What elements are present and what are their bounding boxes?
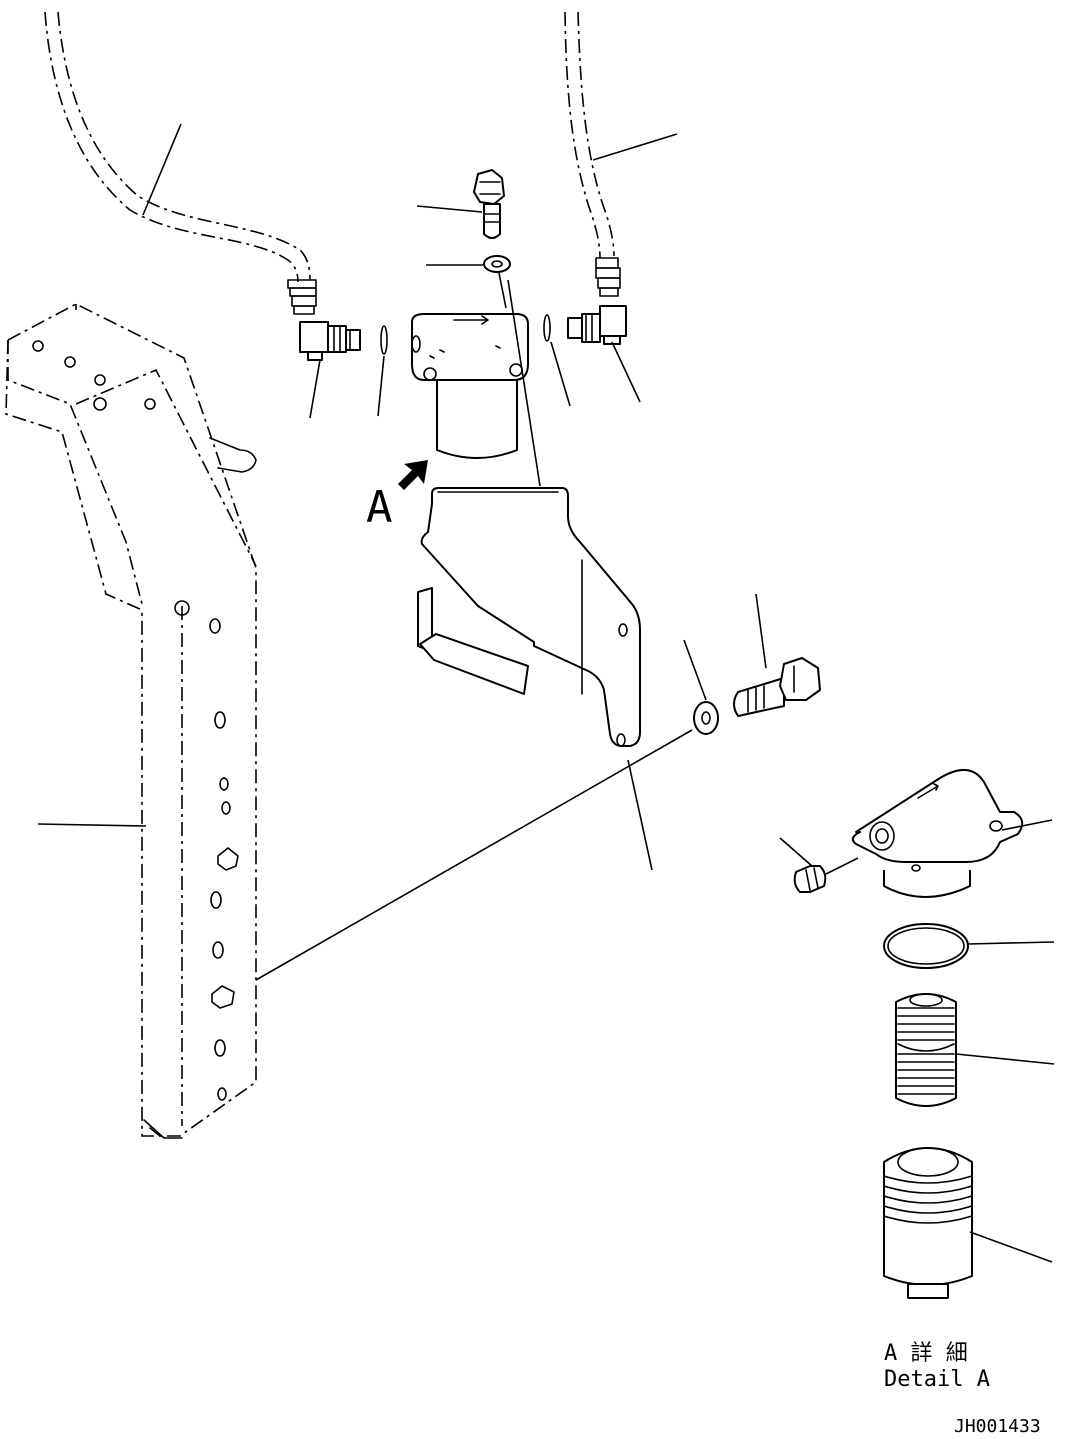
axis-frame-bolt	[255, 729, 693, 981]
left-elbow-fitting[interactable]	[299, 321, 361, 361]
drawing-number: JH001433	[954, 1416, 1041, 1437]
leader-detail-head	[1001, 819, 1053, 831]
right-hose[interactable]	[564, 11, 621, 297]
leader-detail-bowl	[969, 1231, 1053, 1263]
leader-side-washer	[683, 639, 707, 701]
leader-right-o-ring	[550, 341, 571, 407]
leader-upper-bolt	[416, 205, 483, 213]
detail-plug[interactable]	[793, 865, 827, 893]
left-hose[interactable]	[44, 11, 317, 315]
leader-left-o-ring	[377, 355, 385, 417]
frame-post[interactable]	[5, 303, 257, 1139]
leader-right-hose	[592, 133, 678, 161]
leader-bracket	[627, 759, 653, 871]
leader-frame-post	[37, 823, 147, 827]
right-elbow-fitting[interactable]	[567, 305, 627, 345]
view-arrow-icon	[398, 460, 428, 490]
detail-o-ring[interactable]	[883, 923, 969, 969]
filter-head[interactable]	[411, 313, 529, 459]
detail-filter-bowl[interactable]	[883, 1147, 973, 1299]
leader-left-elbow	[309, 359, 321, 419]
axis-detail-plug	[825, 857, 859, 875]
right-o-ring[interactable]	[543, 314, 551, 342]
side-washer[interactable]	[693, 701, 719, 735]
mounting-bracket[interactable]	[417, 487, 641, 747]
detail-filter-element[interactable]	[895, 993, 957, 1107]
axis-bracket-head	[507, 279, 541, 487]
callout-a-label: A	[366, 482, 393, 533]
detail-label-en: Detail A	[884, 1367, 990, 1392]
upper-washer[interactable]	[483, 255, 511, 273]
leader-detail-element	[955, 1053, 1055, 1065]
leader-detail-plug	[779, 837, 813, 867]
callout-a: A	[366, 460, 428, 533]
leader-side-bolt	[755, 593, 767, 669]
leader-right-elbow	[611, 341, 641, 403]
detail-filter-head[interactable]	[851, 769, 1024, 898]
side-bolt[interactable]	[733, 657, 821, 717]
left-o-ring[interactable]	[380, 325, 388, 355]
detail-label-jp: A 詳 細	[884, 1341, 968, 1366]
leader-left-hose	[142, 123, 182, 216]
axis-upper-washer	[498, 272, 507, 309]
leader-detail-o-ring	[967, 941, 1055, 945]
upper-bolt[interactable]	[473, 169, 505, 239]
